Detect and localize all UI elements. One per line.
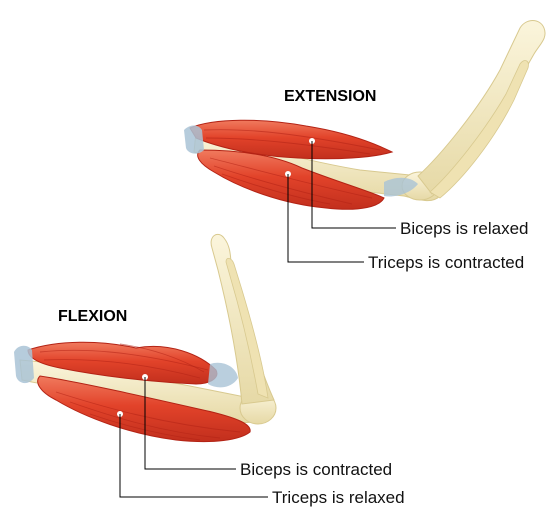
extension-illustration	[184, 21, 545, 210]
extension-shoulder-tendon	[184, 126, 204, 154]
extension-triceps-label: Triceps is contracted	[368, 253, 524, 272]
extension-forearm-radius	[418, 21, 545, 195]
extension-heading: EXTENSION	[284, 88, 376, 105]
flexion-elbow-tendon	[208, 363, 238, 388]
flexion-triceps-label: Triceps is relaxed	[272, 488, 405, 507]
flexion-biceps-label: Biceps is contracted	[240, 460, 392, 479]
flexion-shoulder-tendon	[14, 346, 34, 383]
flexion-heading: FLEXION	[58, 308, 127, 325]
extension-biceps-label: Biceps is relaxed	[400, 219, 529, 238]
